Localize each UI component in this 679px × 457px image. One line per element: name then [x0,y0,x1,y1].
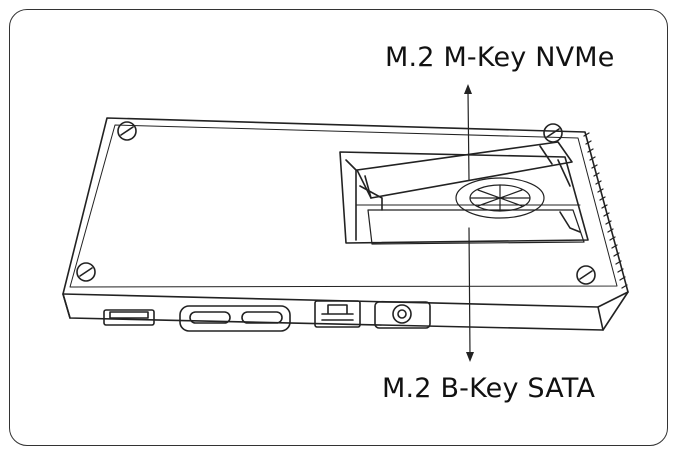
screw-bottom-right [576,265,596,285]
usb-a-port-left [103,309,155,326]
screw-bottom-left [76,262,96,282]
nvme-card [356,141,573,211]
diagram-frame [9,9,668,446]
arrow-head-top [464,84,472,94]
device-body [62,117,629,331]
side-vents [583,132,628,289]
dc-power-jack [374,301,431,329]
arrow-to-sata [468,227,471,357]
open-bay [339,151,589,244]
usb-c-ports-group [179,305,291,332]
cooling-fan [455,177,545,219]
screw-top-right [543,123,563,143]
nvme-label: M.2 M-Key NVMe [385,42,615,73]
ethernet-port [314,300,361,328]
screw-top-left [117,121,137,141]
sata-label: M.2 B-Key SATA [382,373,596,404]
sata-card [367,209,585,245]
arrow-head-bottom [466,352,474,362]
arrow-to-nvme [467,91,470,181]
